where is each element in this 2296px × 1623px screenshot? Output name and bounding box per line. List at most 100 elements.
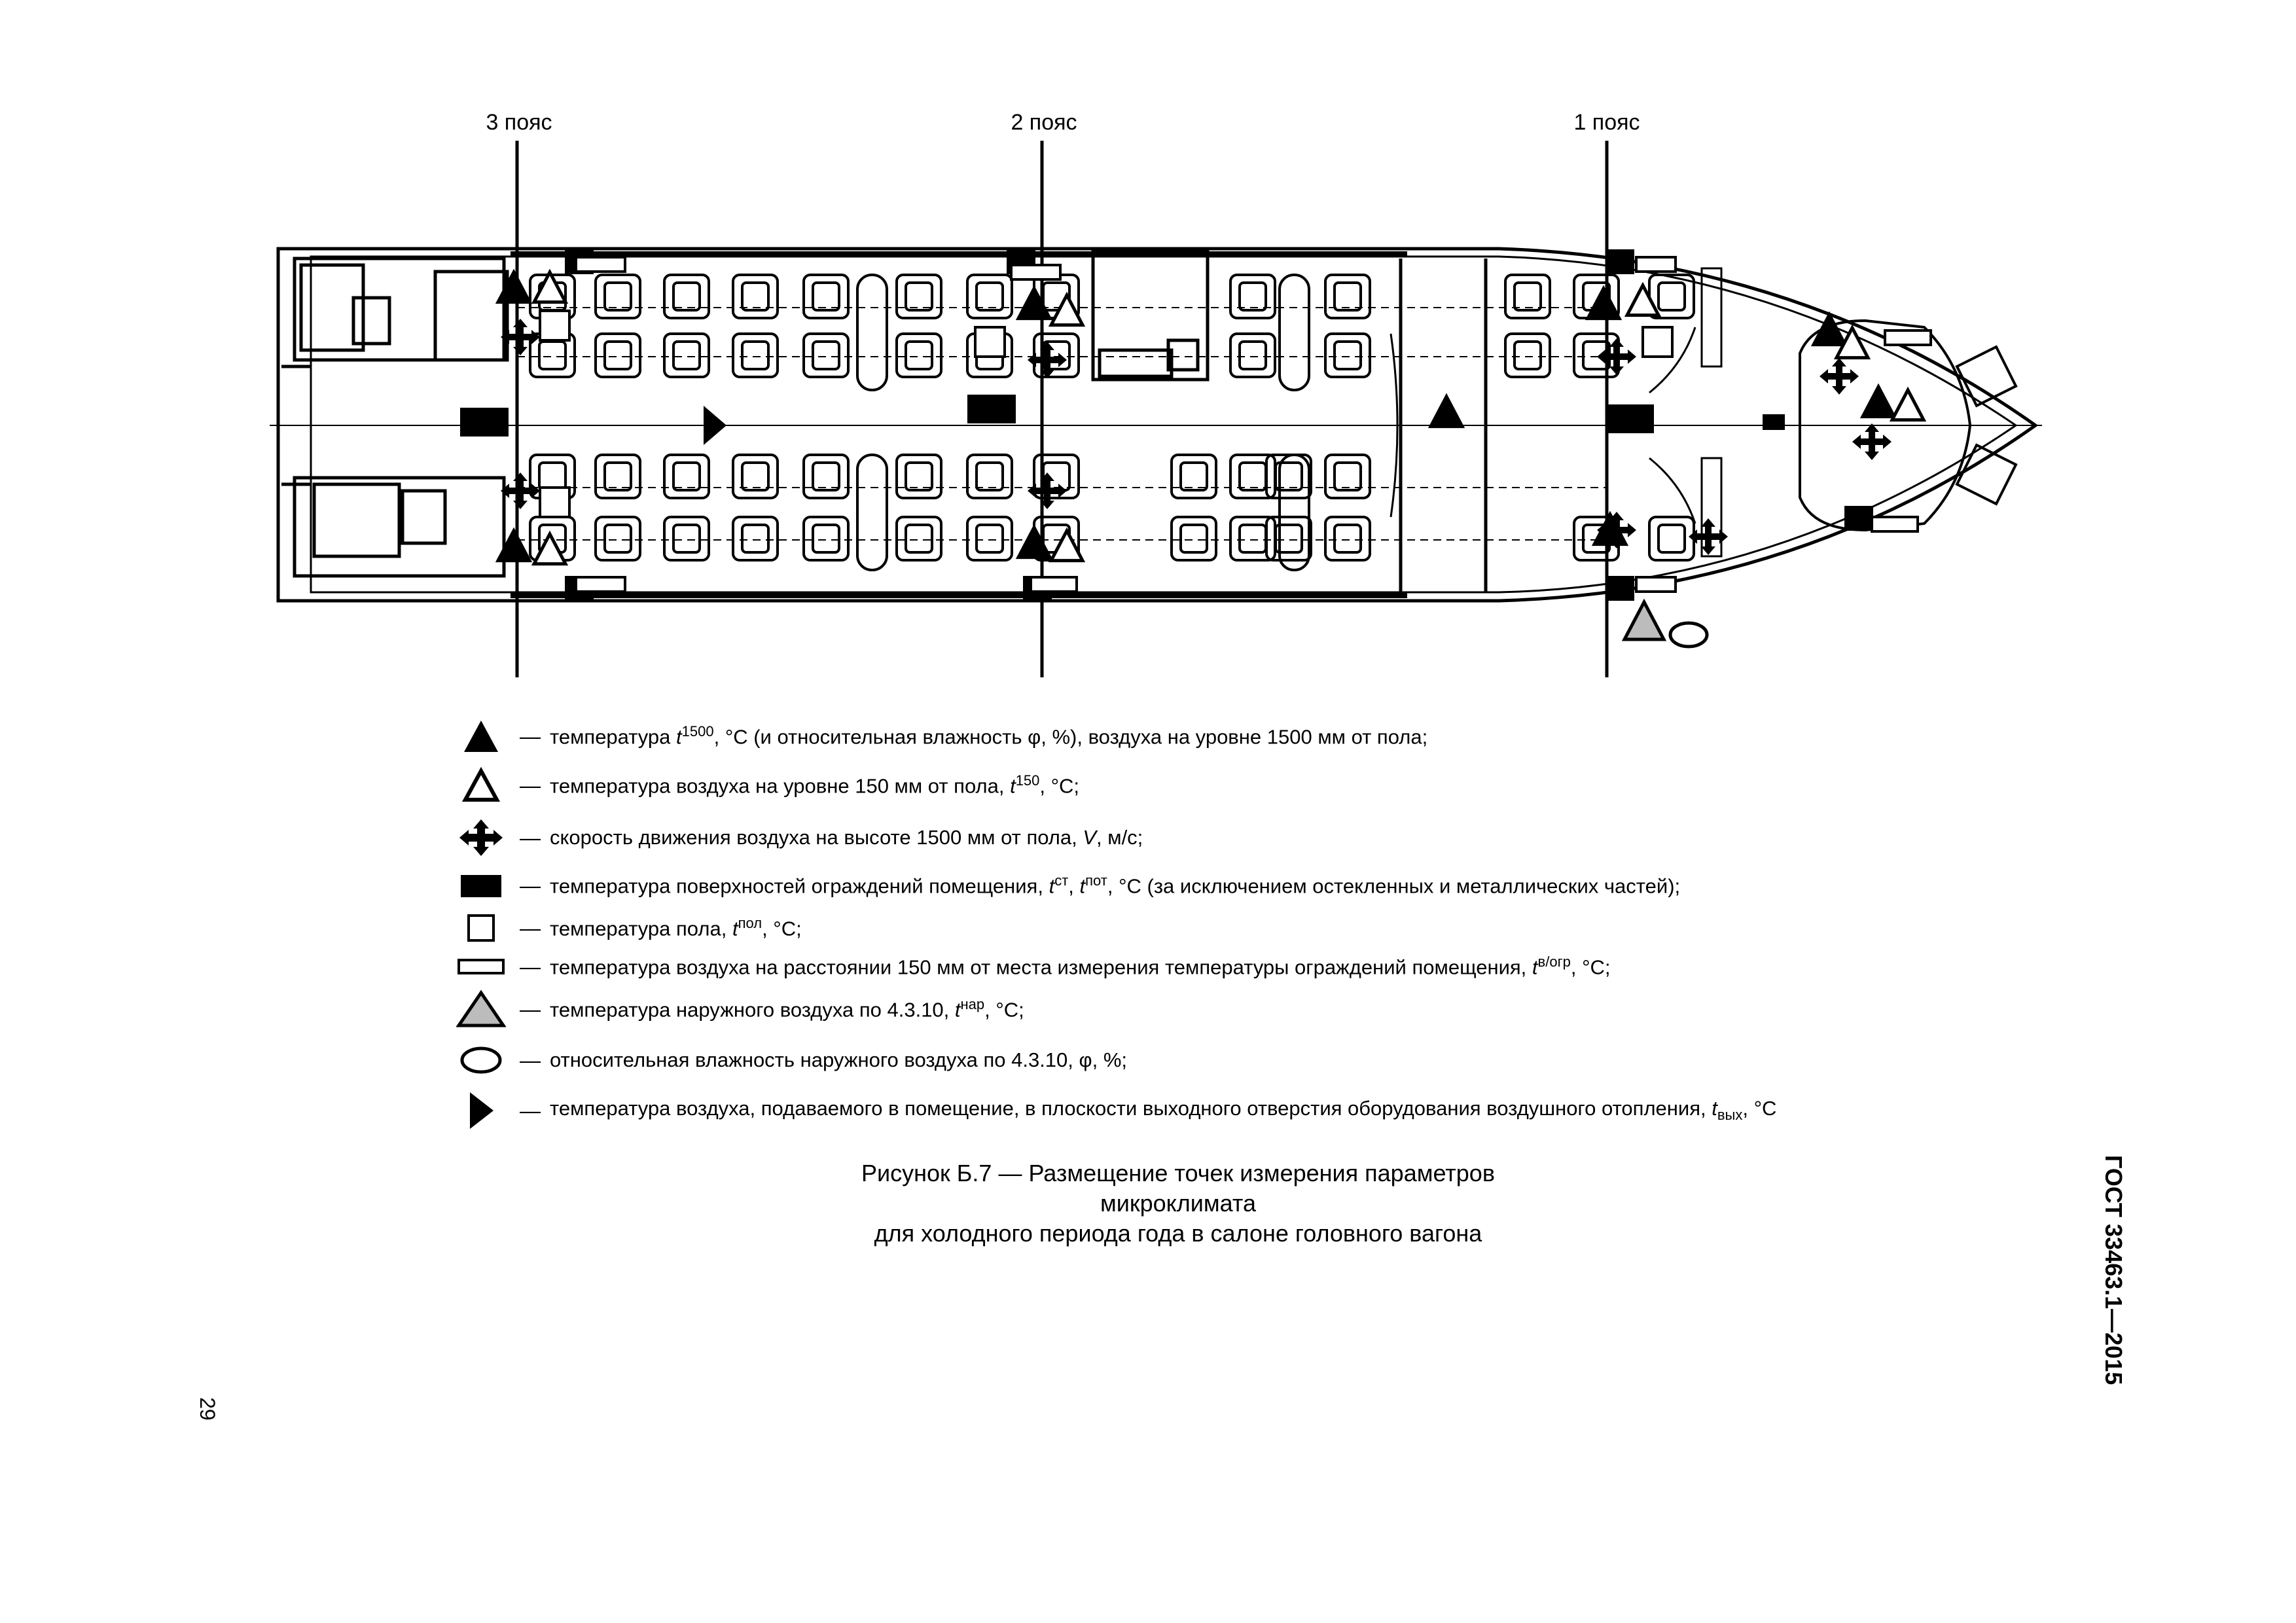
air-temp-1500-marker	[1859, 383, 1897, 419]
air-temp-1500-marker	[1585, 285, 1623, 321]
seat-separator	[1278, 274, 1310, 391]
floor-temp-marker	[974, 326, 1006, 358]
legend-row-9: — температура воздуха, подаваемого в пом…	[452, 1088, 1776, 1133]
seat	[663, 332, 710, 378]
seat	[1648, 516, 1695, 562]
legend-row-1: — температура t1500, °С (и относительная…	[452, 713, 1427, 759]
air-temp-150-marker	[1624, 281, 1662, 317]
wall-temp-marker	[1763, 414, 1785, 430]
air-velocity-marker	[1597, 512, 1636, 548]
air-near-wall-marker	[1635, 256, 1677, 273]
zone-label-1: 1 пояс	[1573, 110, 1640, 135]
seat-separator	[856, 274, 888, 391]
seat	[1324, 274, 1371, 319]
seat	[732, 274, 779, 319]
legend-text: температура t1500, °С (и относительная в…	[550, 723, 1428, 749]
seat	[895, 332, 942, 378]
seat	[1229, 516, 1276, 562]
document-code: ГОСТ 33463.1—2015	[2100, 1155, 2127, 1385]
outline-rectangle-icon	[452, 944, 511, 990]
air-temp-1500-marker	[1015, 524, 1053, 560]
outdoor-temp-marker	[1621, 598, 1667, 641]
air-temp-150-marker	[1833, 324, 1871, 360]
seat	[594, 332, 641, 378]
seat	[1170, 516, 1217, 562]
wall-temp-marker	[1844, 506, 1873, 531]
legend-row-5: — температура пола, tпол, °С;	[452, 905, 802, 951]
seat	[732, 516, 779, 562]
air-temp-1500-marker	[1427, 393, 1465, 429]
air-temp-150-marker	[531, 268, 569, 304]
air-near-wall-marker	[1871, 516, 1919, 533]
legend-row-4: — температура поверхностей ограждений по…	[452, 863, 1680, 908]
legend-text: температура поверхностей ограждений поме…	[550, 872, 1681, 898]
seat	[895, 274, 942, 319]
floor-temp-marker	[1641, 326, 1674, 358]
legend-text: скорость движения воздуха на высоте 1500…	[550, 826, 1143, 849]
air-temp-1500-marker	[495, 527, 533, 563]
caption-line-2: для холодного периода года в салоне голо…	[874, 1220, 1482, 1247]
seat	[1324, 332, 1371, 378]
wall-temp-marker	[460, 408, 509, 437]
air-near-wall-marker	[1010, 264, 1062, 281]
legend-dash: —	[520, 916, 541, 940]
air-temp-150-marker	[1048, 291, 1086, 327]
seat	[594, 274, 641, 319]
floor-temp-marker	[539, 310, 571, 342]
rear-compartment-bottom	[293, 476, 506, 578]
legend-row-3: — скорость движения воздуха на высоте 15…	[452, 815, 1143, 861]
air-temp-1500-marker	[1810, 311, 1848, 347]
wall-temp-marker	[1605, 576, 1634, 601]
seat	[1324, 516, 1371, 562]
seat-separator	[1278, 454, 1310, 571]
filled-triangle-icon	[452, 713, 511, 759]
air-temp-1500-marker	[495, 268, 533, 304]
buffet-block	[1091, 250, 1210, 382]
seat	[966, 274, 1013, 319]
seat	[1265, 516, 1312, 562]
supply-air-marker	[704, 406, 726, 445]
legend-dash: —	[520, 954, 541, 978]
seat	[802, 274, 850, 319]
page-number: 29	[196, 1397, 219, 1421]
seat	[895, 454, 942, 499]
seat	[966, 516, 1013, 562]
seat	[663, 274, 710, 319]
outdoor-humidity-marker	[1668, 621, 1709, 649]
seat	[1504, 332, 1551, 378]
seat	[732, 332, 779, 378]
seat	[1229, 274, 1276, 319]
air-velocity-marker	[1028, 473, 1067, 509]
seat	[1229, 332, 1276, 378]
air-velocity-marker	[501, 319, 540, 355]
air-temp-150-marker	[1889, 386, 1927, 422]
gray-triangle-icon	[452, 986, 511, 1032]
air-temp-150-marker	[1048, 527, 1086, 563]
seat	[1170, 454, 1217, 499]
legend-text: относительная влажность наружного воздух…	[550, 1048, 1128, 1071]
air-velocity-marker	[1820, 358, 1859, 395]
seat	[895, 516, 942, 562]
wall-temp-marker	[1605, 404, 1654, 433]
air-velocity-marker	[1597, 338, 1636, 375]
seat	[802, 332, 850, 378]
legend-row-6: — температура воздуха на расстоянии 150 …	[452, 944, 1610, 990]
seat	[594, 516, 641, 562]
legend-text: температура воздуха на расстоянии 150 мм…	[550, 954, 1611, 979]
air-near-wall-marker	[575, 576, 626, 593]
legend-text: температура воздуха, подаваемого в помещ…	[550, 1097, 1777, 1124]
wall-temp-marker	[967, 395, 1016, 423]
seat-separator	[856, 454, 888, 571]
legend-row-7: — температура наружного воздуха по 4.3.1…	[452, 986, 1024, 1032]
seat	[732, 454, 779, 499]
seat	[1324, 454, 1371, 499]
seat	[1229, 454, 1276, 499]
legend-dash: —	[520, 1048, 541, 1072]
rear-compartment-top	[293, 257, 506, 362]
legend-dash: —	[520, 825, 541, 849]
air-velocity-marker	[1028, 342, 1067, 378]
outline-square-icon	[452, 905, 511, 951]
air-near-wall-marker	[1030, 576, 1078, 593]
seat	[1265, 454, 1312, 499]
